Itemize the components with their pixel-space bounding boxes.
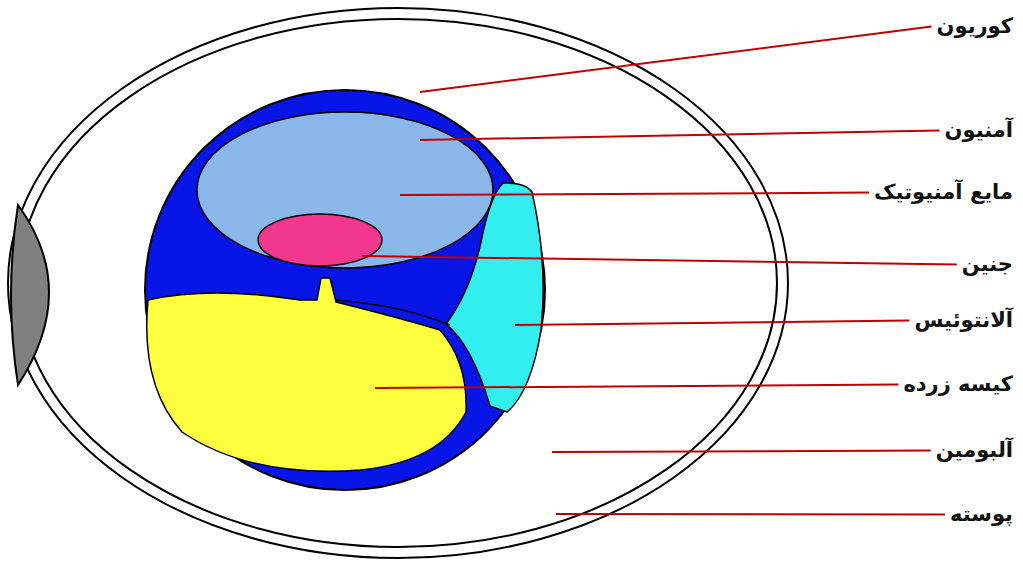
embryo xyxy=(258,214,382,266)
part-label: کیسه زرده xyxy=(903,372,1013,397)
yolk-sac xyxy=(147,278,466,471)
part-label: مایع آمنیوتیک xyxy=(874,180,1013,205)
leader-line xyxy=(556,513,945,516)
part-label: آلانتوئیس xyxy=(914,308,1013,333)
leader-line xyxy=(515,321,909,325)
leader-line xyxy=(420,27,932,92)
chorion xyxy=(145,90,545,490)
air-cell xyxy=(11,205,49,385)
shell-outer xyxy=(8,8,788,558)
leader-line xyxy=(400,193,869,195)
part-label: آلبومین xyxy=(936,438,1013,463)
allantois-stalk xyxy=(336,300,450,325)
shell-inner xyxy=(19,19,777,547)
leader-line xyxy=(552,451,931,452)
part-label: آمنیون xyxy=(945,118,1013,143)
part-label: پوسته xyxy=(950,502,1013,527)
amnion xyxy=(197,112,493,268)
leader-line xyxy=(375,385,898,388)
part-label: جنین xyxy=(962,252,1013,277)
leader-line xyxy=(362,256,957,265)
leader-line xyxy=(420,131,940,140)
part-label: کوریون xyxy=(937,14,1013,39)
